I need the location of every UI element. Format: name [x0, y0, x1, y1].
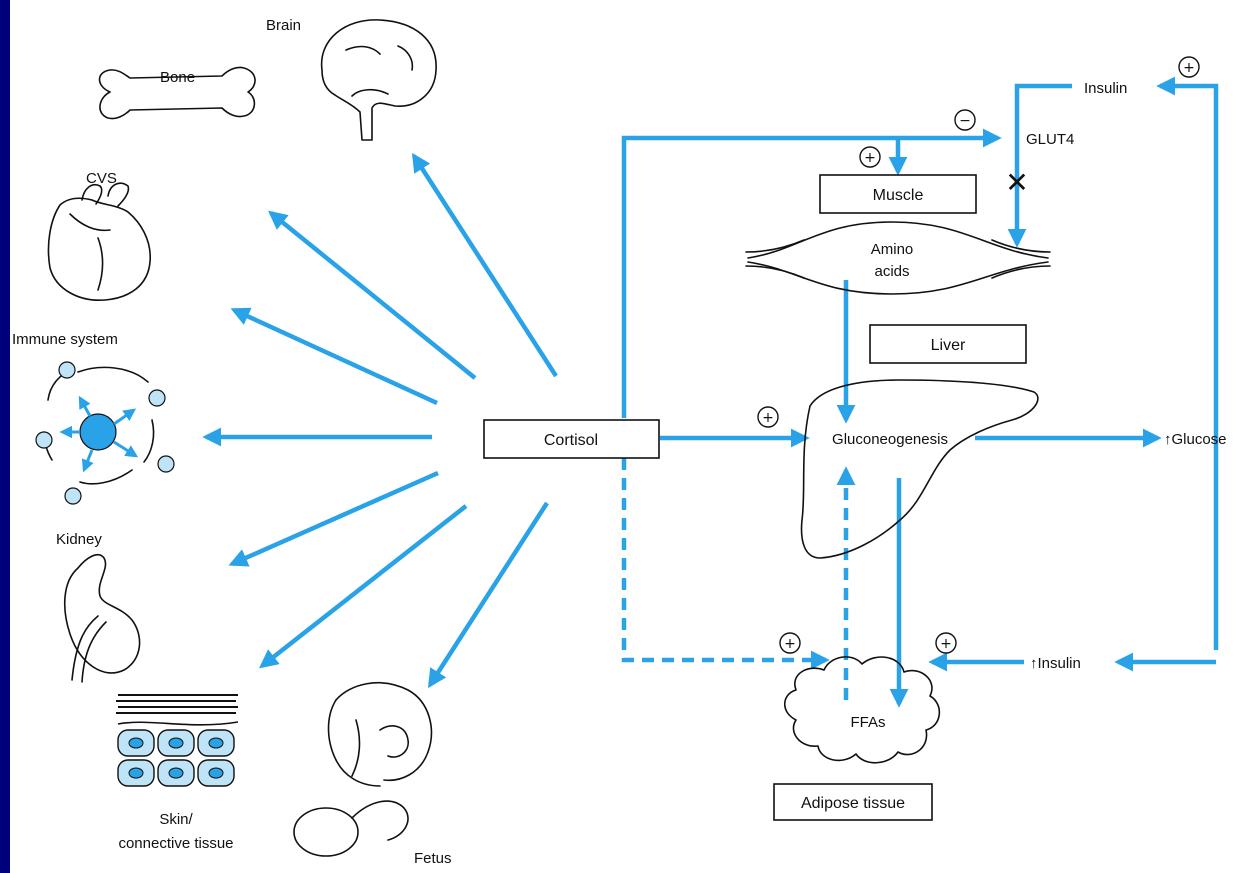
svg-text:+: + — [762, 410, 774, 426]
sign-circles: − + + + + + — [757, 56, 1200, 654]
arrow-to-brain — [411, 152, 558, 378]
skin-label-line2: connective tissue — [118, 835, 233, 852]
cortisol-label: Cortisol — [544, 432, 598, 449]
adipose-box — [773, 783, 933, 821]
svg-text:+: + — [784, 636, 796, 652]
brain-label: Brain — [266, 17, 301, 34]
glut4-label: GLUT4 — [1026, 131, 1074, 148]
arrow-insulin-to-glut4 — [1007, 83, 1072, 248]
arrow-to-cvs — [268, 210, 477, 380]
immune-nucleus — [79, 413, 117, 451]
svg-text:+: + — [864, 150, 876, 166]
gluconeogenesis-label: Gluconeogenesis — [832, 431, 948, 448]
skin-label-line1: Skin/ — [159, 811, 193, 828]
arrow-to-kidney — [228, 470, 439, 567]
svg-text:−: − — [959, 113, 971, 129]
liver-box — [869, 324, 1027, 364]
muscle-box — [819, 174, 977, 214]
immune-system-label: Immune system — [12, 331, 118, 348]
kidney-icon — [63, 553, 141, 683]
adipose-cloud-icon — [783, 656, 941, 764]
arrow-cortisol-to-adipose — [621, 458, 830, 670]
muscle-fibre-icon — [745, 221, 1051, 295]
skin-tissue-icon — [116, 694, 239, 787]
amino-label-line2: acids — [874, 263, 909, 280]
ffas-label: FFAs — [850, 714, 885, 731]
muscle-label: Muscle — [873, 187, 924, 204]
cortisol-effect-arrows — [202, 152, 558, 689]
cortisol-box — [483, 419, 660, 459]
svg-text:+: + — [940, 636, 952, 652]
arrow-to-fetus — [427, 501, 549, 689]
kidney-label: Kidney — [56, 531, 102, 548]
immune-system-icon — [35, 361, 175, 505]
blocked-x-icon: ✕ — [1005, 166, 1028, 199]
arrow-cortisol-to-glut4 — [621, 128, 1002, 418]
bone-icon — [98, 66, 256, 120]
insulin-bottom-label: ↑Insulin — [1030, 655, 1081, 672]
liver-label: Liver — [931, 337, 966, 354]
insulin-top-label: Insulin — [1084, 80, 1127, 97]
arrow-glucose-to-insulin — [1156, 76, 1219, 650]
brain-icon — [320, 19, 437, 141]
arrow-to-skin — [259, 504, 468, 669]
heart-icon — [47, 182, 151, 301]
bone-label: Bone — [160, 69, 195, 86]
svg-text:+: + — [1183, 60, 1195, 76]
cvs-label: CVS — [86, 170, 117, 187]
amino-label-line1: Amino — [871, 241, 914, 258]
glucose-label: ↑Glucose — [1164, 431, 1227, 448]
fetus-icon — [293, 682, 433, 857]
adipose-label: Adipose tissue — [801, 795, 905, 812]
liver-icon — [800, 379, 1039, 559]
arrow-to-immune — [230, 307, 438, 406]
fetus-label: Fetus — [414, 850, 452, 867]
